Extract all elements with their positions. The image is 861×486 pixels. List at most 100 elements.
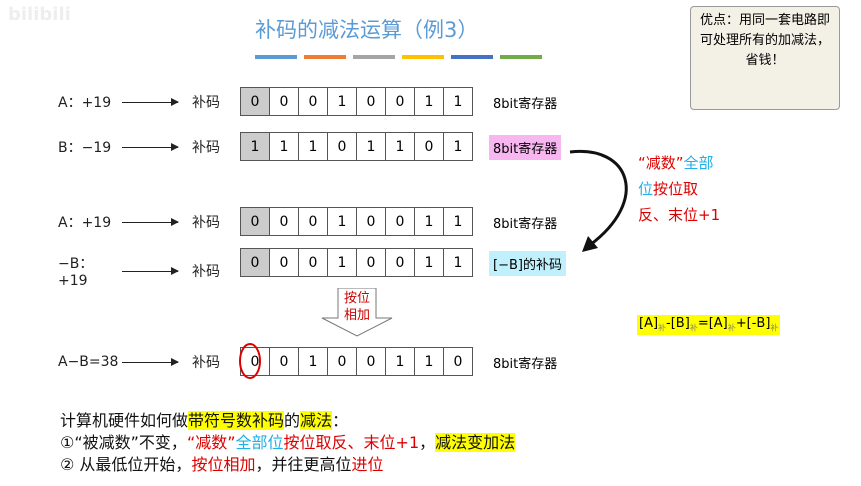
- t: ：: [332, 411, 349, 430]
- row-value: A：+19: [58, 215, 112, 231]
- bit-cell: 1: [415, 208, 444, 235]
- curved-arrow-icon: [569, 149, 628, 252]
- t: 计算机硬件如何做: [60, 411, 189, 430]
- t: ，: [419, 433, 436, 452]
- bit-cell: 1: [453, 138, 463, 155]
- bit-cell: 0: [386, 88, 415, 115]
- bit-cell: 1: [415, 249, 444, 276]
- bit-cell: 1: [453, 213, 463, 230]
- summary: 计算机硬件如何做带符号数补码的减法： ①“被减数”不变，“减数”全部位按位取反、…: [60, 410, 516, 476]
- bit-cell: 0: [357, 348, 386, 375]
- bit-cell: 0: [241, 348, 270, 375]
- bit-cell: 1: [415, 88, 444, 115]
- bit-cell: 1: [453, 254, 463, 271]
- bit-cell: 1: [299, 348, 328, 375]
- bit-cell: 1: [415, 348, 444, 375]
- f-p: +[-B]: [735, 316, 771, 331]
- row-value: −B：+19: [58, 256, 94, 289]
- bit-cell: 0: [270, 348, 299, 375]
- t: 按位相加: [191, 455, 256, 474]
- bit-cell: 0: [299, 249, 328, 276]
- add-bitwise-arrow: 按位 相加: [318, 288, 396, 337]
- bit-cell: 1: [328, 88, 357, 115]
- bit-cell: 1: [270, 133, 299, 160]
- arrow-icon: [122, 97, 179, 106]
- bit-cell: 0: [415, 133, 444, 160]
- bit-cell: 1: [328, 208, 357, 235]
- note-scroll: 优点：用同一套电路即可处理所有的加减法，省钱！: [690, 6, 840, 110]
- watermark: bilibili: [8, 4, 71, 25]
- bit-cell: 0: [270, 208, 299, 235]
- title-bar: [451, 55, 493, 59]
- register-label: [−B]的补码: [489, 251, 566, 276]
- bit-cell: 0: [241, 88, 270, 115]
- t: 的: [284, 411, 301, 430]
- register-label: 8bit寄存器: [489, 210, 562, 235]
- bit-cell: 0: [357, 88, 386, 115]
- register-label: 8bit寄存器: [489, 90, 562, 115]
- row-value: B：−19: [58, 140, 112, 156]
- t: 减法: [300, 411, 333, 430]
- arrow-icon: [122, 142, 179, 151]
- bit-cell: 0: [270, 88, 299, 115]
- arrow-icon: [122, 266, 179, 275]
- row-code: 补码: [192, 140, 220, 156]
- f-s1: 补: [658, 323, 667, 333]
- t: 进位: [351, 455, 384, 474]
- f-eq: =[A]: [697, 316, 728, 331]
- row-code: 补码: [192, 264, 220, 280]
- formula: [A]补-[B]补=[A]补+[-B]补: [637, 315, 781, 335]
- title-bar: [255, 55, 297, 59]
- row-code: 补码: [192, 355, 220, 371]
- bit-cell: 1: [453, 93, 463, 110]
- f-m: -[B]: [666, 316, 690, 331]
- bit-cell: 0: [386, 208, 415, 235]
- bit-cell: 1: [328, 249, 357, 276]
- row-label: B：−19 补码: [58, 137, 220, 157]
- bit-cell: 0: [299, 88, 328, 115]
- t: “减数”: [186, 433, 236, 452]
- title-bars: [255, 55, 542, 59]
- side-note: “减数”全部 位按位取 反、末位+1: [638, 150, 720, 228]
- row-label: A：+19 补码: [58, 212, 220, 232]
- bit-cell: 0: [357, 208, 386, 235]
- f-s3: 补: [727, 323, 736, 333]
- bit-cell: 0: [241, 249, 270, 276]
- page-title: 补码的减法运算（例3）: [255, 18, 479, 42]
- add-label-1: 按位: [343, 291, 370, 306]
- bit-cell: 0: [241, 208, 270, 235]
- bit-cell: 0: [328, 348, 357, 375]
- t: 全部位: [235, 433, 284, 452]
- bit-cell: 0: [386, 249, 415, 276]
- bit-cell: 0: [299, 208, 328, 235]
- row-value: A：+19: [58, 95, 112, 111]
- bit-cell: 0: [357, 249, 386, 276]
- t: ② 从最低位开始，: [60, 455, 192, 474]
- title-bar: [402, 55, 444, 59]
- side-r2: 反、末位+1: [638, 206, 721, 224]
- bit-cell: 0: [328, 133, 357, 160]
- f-a: [A]: [639, 316, 659, 331]
- bit-cell: 1: [241, 133, 270, 160]
- t: 减法变加法: [435, 433, 516, 452]
- bit-cell: 1: [386, 133, 415, 160]
- arrow-icon: [122, 357, 179, 366]
- t: 按位取反、末位+1: [283, 433, 420, 452]
- t: 带符号数补码: [188, 411, 285, 430]
- f-s2: 补: [689, 323, 698, 333]
- add-label-2: 相加: [343, 308, 370, 323]
- arrow-icon: [122, 217, 179, 226]
- title-bar: [353, 55, 395, 59]
- row-code: 补码: [192, 215, 220, 231]
- bit-cell: 0: [453, 353, 463, 370]
- register-label: 8bit寄存器: [489, 135, 562, 160]
- bit-cell: 0: [270, 249, 299, 276]
- side-r1: 按位取: [653, 180, 699, 198]
